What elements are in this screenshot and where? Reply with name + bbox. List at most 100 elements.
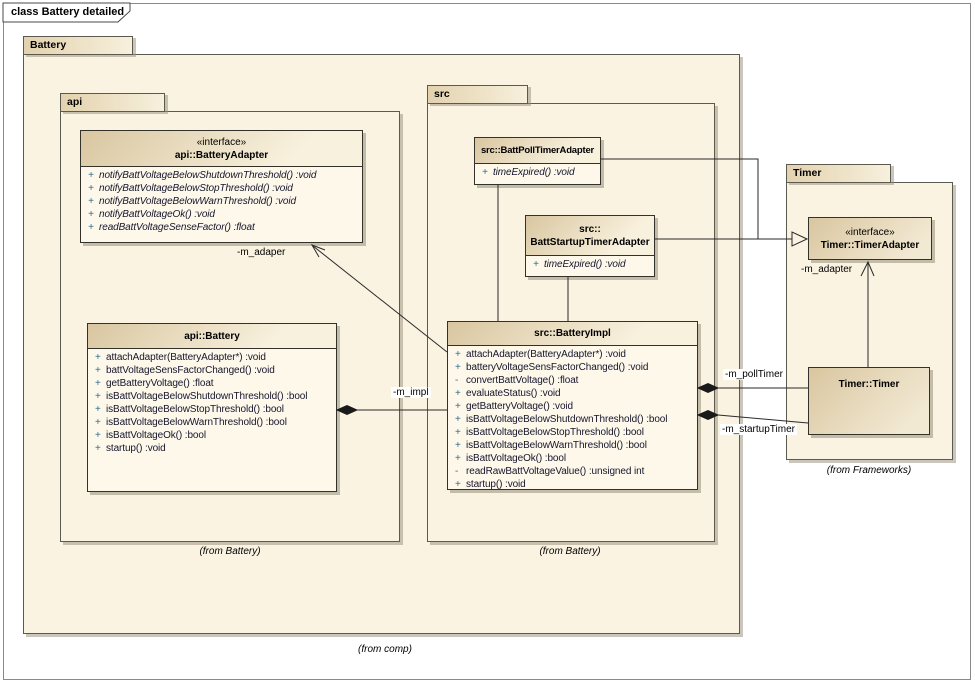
method-row: +notifyBattVoltageBelowStopThreshold() :… <box>85 182 360 195</box>
method-signature: startup() :void <box>106 443 166 454</box>
method-visibility: + <box>455 401 461 412</box>
method-signature: readRawBattVoltageValue() :unsigned int <box>466 466 645 477</box>
method-row: +isBattVoltageBelowStopThreshold() :bool <box>452 426 695 439</box>
role-label-m-poll-timer: -m_pollTimer <box>723 369 785 380</box>
method-visibility: + <box>95 352 101 363</box>
class-batt-startup-timer-adapter[interactable]: src:: BattStartupTimerAdapter +timeExpir… <box>525 215 655 277</box>
method-visibility: + <box>95 443 101 454</box>
method-row: +isBattVoltageOk() :bool <box>452 452 695 465</box>
method-signature: readBattVoltageSenseFactor() :float <box>99 222 255 233</box>
method-visibility: + <box>88 183 94 194</box>
class-timer-adapter[interactable]: «interface» Timer::TimerAdapter <box>808 217 932 260</box>
method-signature: isBattVoltageBelowStopThreshold() :bool <box>466 427 644 438</box>
class-name: src:: BattStartupTimerAdapter <box>530 223 650 248</box>
method-row: +timeExpired() :void <box>530 258 652 271</box>
method-signature: convertBattVoltage() :float <box>466 375 579 386</box>
method-visibility: + <box>455 362 461 373</box>
class-header: «interface» api::BatteryAdapter <box>81 131 362 167</box>
method-row: + isBattVoltageOk() :bool <box>92 429 334 442</box>
method-row: + startup() :void <box>452 478 695 491</box>
method-signature: getBatteryVoltage() :void <box>466 401 574 412</box>
method-visibility: + <box>88 170 94 181</box>
method-visibility: + <box>455 349 461 360</box>
stereotype-label: «interface» <box>196 136 247 148</box>
method-visibility: - <box>455 466 459 477</box>
method-row: + startup() :void <box>92 442 334 455</box>
method-row: + attachAdapter(BatteryAdapter*) :void <box>92 351 334 364</box>
method-visibility: + <box>88 222 94 233</box>
class-name: src::BatteryImpl <box>534 328 611 339</box>
method-row: +getBatteryVoltage() :float <box>92 377 334 390</box>
package-battery-from-label: (from comp) <box>358 644 412 655</box>
method-signature: notifyBattVoltageBelowShutdownThreshold(… <box>99 170 317 181</box>
method-row: + timeExpired() :void <box>479 166 598 179</box>
method-row: +isBattVoltageBelowShutdownThreshold() :… <box>452 413 695 426</box>
method-row: + isBattVoltageBelowShutdownThreshold() :… <box>92 390 334 403</box>
package-battery-tab[interactable]: Battery <box>23 36 133 55</box>
method-visibility: + <box>455 479 461 490</box>
method-row: + evaluateStatus() :void <box>452 387 695 400</box>
method-signature: isBattVoltageBelowStopThreshold() :bool <box>106 404 284 415</box>
method-signature: notifyBattVoltageBelowWarnThreshold() :v… <box>99 196 296 207</box>
method-signature: notifyBattVoltageOk() :void <box>99 209 215 220</box>
method-visibility: + <box>95 430 101 441</box>
class-name: Timer::Timer <box>838 379 900 390</box>
method-row: + isBattVoltageBelowWarnThreshold() :bool <box>452 439 695 452</box>
class-src-battery-impl[interactable]: src::BatteryImpl + attachAdapter(BatteryA… <box>447 321 698 490</box>
method-signature: attachAdapter(BatteryAdapter*) :void <box>466 349 626 360</box>
method-visibility: + <box>88 196 94 207</box>
class-api-battery[interactable]: api::Battery + attachAdapter(BatteryAdapt… <box>87 323 337 492</box>
method-visibility: + <box>95 404 101 415</box>
class-api-battery-adapter[interactable]: «interface» api::BatteryAdapter +notifyB… <box>80 130 363 243</box>
class-name: api::BatteryAdapter <box>174 149 269 161</box>
method-signature: isBattVoltageBelowShutdownThreshold() :b… <box>106 391 308 402</box>
method-visibility: + <box>95 391 101 402</box>
method-visibility: + <box>455 453 461 464</box>
stereotype-label: «interface» <box>845 226 895 238</box>
method-visibility: + <box>95 417 101 428</box>
method-row: + notifyBattVoltageBelowWarnThreshold() :… <box>85 195 360 208</box>
method-row: -convertBattVoltage() :float <box>452 374 695 387</box>
package-api-label: api <box>67 96 83 108</box>
method-signature: isBattVoltageOk() :bool <box>106 430 206 441</box>
method-visibility: + <box>455 414 461 425</box>
method-visibility: + <box>482 167 488 178</box>
method-row: + readBattVoltageSenseFactor() :float <box>85 221 360 234</box>
method-row: + notifyBattVoltageBelowShutdownThreshold… <box>85 169 360 182</box>
method-visibility: - <box>455 375 459 386</box>
method-visibility: + <box>95 365 101 376</box>
class-header: api::Battery <box>88 324 336 349</box>
method-signature: evaluateStatus() :void <box>466 388 561 399</box>
methods-compartment: + timeExpired() :void <box>475 164 600 179</box>
method-row: -readRawBattVoltageValue() :unsigned int <box>452 465 695 478</box>
role-label-m-impl: -m_impl <box>391 387 431 398</box>
package-timer-tab[interactable]: Timer <box>786 164 891 183</box>
package-api-tab[interactable]: api <box>60 93 165 112</box>
method-visibility: + <box>455 440 461 451</box>
method-row: + battVoltageSensFactorChanged() :void <box>92 364 334 377</box>
method-signature: timeExpired() :void <box>493 167 575 178</box>
method-signature: battVoltageSensFactorChanged() :void <box>106 365 275 376</box>
package-timer-from-label: (from Frameworks) <box>826 465 912 476</box>
class-header: src:: BattStartupTimerAdapter <box>526 216 654 256</box>
class-header: src::BattPollTimerAdapter <box>475 138 600 164</box>
class-name: src::BattPollTimerAdapter <box>480 145 595 156</box>
methods-compartment: +timeExpired() :void <box>526 256 654 271</box>
method-signature: timeExpired() :void <box>544 259 626 270</box>
diagram-frame-border <box>3 3 971 680</box>
method-row: + attachAdapter(BatteryAdapter*) :void <box>452 348 695 361</box>
method-visibility: + <box>95 378 101 389</box>
role-label-m-startup-timer: -m_startupTimer <box>720 424 797 435</box>
method-signature: attachAdapter(BatteryAdapter*) :void <box>106 352 266 363</box>
role-label-m-adaper: -m_adaper <box>237 247 286 258</box>
method-signature: startup() :void <box>466 479 526 490</box>
role-label-m-adapter: -m_adapter <box>801 264 853 275</box>
package-api-from-label: (from Battery) <box>199 546 261 557</box>
class-timer-timer[interactable]: Timer::Timer <box>808 367 930 435</box>
method-row: + isBattVoltageBelowStopThreshold() :bool <box>92 403 334 416</box>
package-src-tab[interactable]: src <box>427 85 528 104</box>
method-visibility: + <box>455 388 461 399</box>
class-batt-poll-timer-adapter[interactable]: src::BattPollTimerAdapter + timeExpired()… <box>474 137 601 185</box>
method-signature: isBattVoltageBelowWarnThreshold() :bool <box>466 440 647 451</box>
